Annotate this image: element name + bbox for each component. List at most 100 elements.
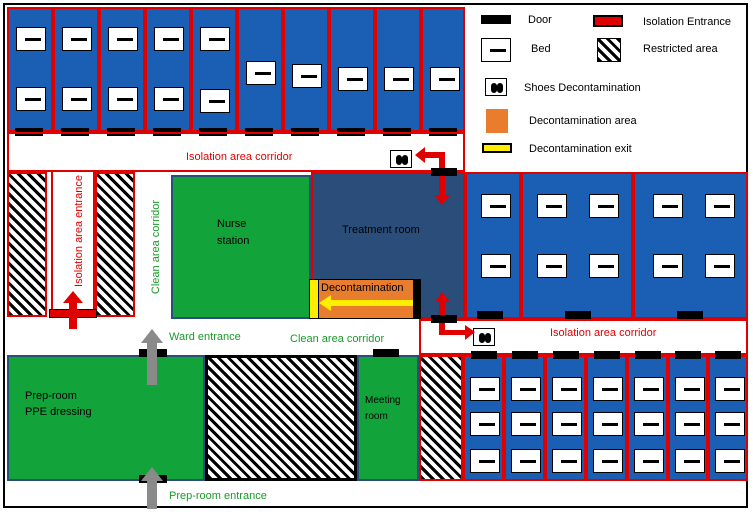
- prep-room-label-2: PPE dressing: [25, 406, 92, 418]
- legend-bed-label: Bed: [531, 43, 551, 55]
- isolation-room-b6: [668, 355, 708, 481]
- double-arrow-red-icon: [435, 292, 475, 340]
- door: [431, 315, 457, 323]
- bed-icon: [715, 412, 745, 436]
- isolation-room-b2: [504, 355, 545, 481]
- isolation-room-r1: [465, 172, 521, 319]
- treatment-room-label: Treatment room: [342, 224, 420, 236]
- isolation-entrance-label: Isolation area entrance: [72, 175, 85, 287]
- restricted-area-left: [7, 172, 47, 317]
- legend-decontamination-area-swatch: [486, 109, 508, 133]
- legend-door-swatch: [481, 15, 511, 24]
- isolation-corridor-right-label: Isolation area corridor: [550, 327, 657, 339]
- bed-icon: [675, 449, 705, 473]
- bed-icon: [470, 377, 500, 401]
- bed-icon: [552, 449, 582, 473]
- door: [715, 351, 741, 359]
- bed-icon: [653, 194, 683, 218]
- restricted-area-center: [205, 355, 357, 481]
- clean-corridor-vertical-label: Clean area corridor: [150, 199, 163, 295]
- isolation-room-7: [283, 7, 329, 132]
- bed-icon: [634, 412, 664, 436]
- isolation-room-b1: [463, 355, 504, 481]
- bed-icon: [430, 67, 460, 91]
- prep-room-label-1: Prep-room: [25, 390, 77, 402]
- door: [471, 351, 497, 359]
- isolation-room-b4: [586, 355, 627, 481]
- bed-icon: [246, 61, 276, 85]
- bed-icon: [593, 377, 623, 401]
- legend-decontamination-exit-label: Decontamination exit: [529, 143, 632, 155]
- bed-icon: [589, 194, 619, 218]
- up-arrow-red-icon: [63, 291, 83, 329]
- legend-bed-icon: [481, 38, 511, 62]
- nurse-station-label-1: Nurse: [217, 218, 247, 230]
- legend-isolation-entrance-label: Isolation Entrance: [643, 16, 732, 28]
- up-arrow-grey-icon: [141, 329, 163, 385]
- bed-icon: [589, 254, 619, 278]
- legend-door-label: Door: [528, 14, 552, 26]
- door: [594, 351, 620, 359]
- door: [512, 351, 538, 359]
- decontamination-exit: [309, 279, 319, 319]
- bed-icon: [675, 412, 705, 436]
- bed-icon: [593, 449, 623, 473]
- bed-icon: [16, 27, 46, 51]
- bed-icon: [715, 377, 745, 401]
- meeting-room-label-1: Meeting: [365, 395, 401, 406]
- shoes-decontamination-icon: [390, 150, 412, 168]
- prep-room-entrance-label: Prep-room entrance: [169, 490, 267, 502]
- isolation-room-9: [375, 7, 421, 132]
- bed-icon: [675, 377, 705, 401]
- bed-icon: [200, 89, 230, 113]
- isolation-room-r3: [633, 172, 748, 319]
- up-arrow-grey-icon: [141, 467, 163, 509]
- door: [565, 311, 591, 319]
- door: [477, 311, 503, 319]
- clean-corridor-horizontal-label: Clean area corridor: [290, 333, 385, 345]
- ward-entrance-label: Ward entrance: [169, 331, 241, 343]
- decontamination-label: Decontamination: [321, 282, 404, 294]
- bed-icon: [537, 194, 567, 218]
- isolation-room-b7: [708, 355, 748, 481]
- legend-restricted-swatch: [597, 38, 621, 62]
- restricted-area-left-2: [95, 172, 135, 317]
- bed-icon: [154, 87, 184, 111]
- bed-icon: [715, 449, 745, 473]
- bed-icon: [511, 412, 541, 436]
- bed-icon: [593, 412, 623, 436]
- legend-decontamination-area-label: Decontamination area: [529, 115, 637, 127]
- bed-icon: [16, 87, 46, 111]
- bed-icon: [108, 87, 138, 111]
- shoes-decontamination-icon: [473, 328, 495, 346]
- isolation-room-10: [421, 7, 465, 132]
- double-arrow-red-icon: [415, 147, 450, 205]
- isolation-room-3: [99, 7, 145, 132]
- legend-decontamination-exit-swatch: [482, 143, 512, 153]
- door: [431, 168, 457, 176]
- meeting-room-label-2: room: [365, 411, 388, 422]
- door: [635, 351, 661, 359]
- bed-icon: [634, 377, 664, 401]
- isolation-room-8: [329, 7, 375, 132]
- bed-icon: [470, 449, 500, 473]
- bed-icon: [108, 27, 138, 51]
- bed-icon: [552, 412, 582, 436]
- left-arrow-yellow-icon: [319, 295, 419, 311]
- isolation-corridor-right: [419, 319, 748, 355]
- isolation-room-b3: [545, 355, 586, 481]
- isolation-room-1: [7, 7, 53, 132]
- legend-shoes-icon: [485, 78, 507, 96]
- isolation-entrance-corridor: [51, 172, 95, 317]
- bed-icon: [653, 254, 683, 278]
- bed-icon: [634, 449, 664, 473]
- bed-icon: [470, 412, 500, 436]
- door: [553, 351, 579, 359]
- door: [675, 351, 701, 359]
- isolation-room-5: [191, 7, 237, 132]
- bed-icon: [292, 64, 322, 88]
- prep-room: [7, 355, 205, 481]
- bed-icon: [154, 27, 184, 51]
- bed-icon: [552, 377, 582, 401]
- legend-shoes-label: Shoes Decontamination: [524, 82, 641, 94]
